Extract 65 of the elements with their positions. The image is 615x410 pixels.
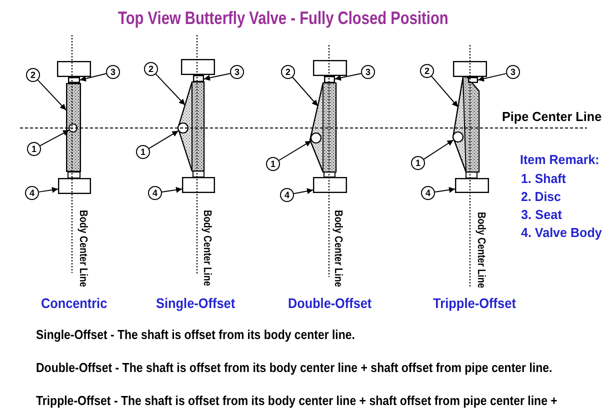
shaft-circle	[311, 133, 321, 143]
leader-line	[204, 72, 231, 81]
centerline-label: Body Center Line	[332, 210, 343, 288]
callout-number: 2	[420, 64, 434, 78]
callout-number: 3	[106, 65, 120, 79]
leader-line	[278, 140, 312, 161]
leader-line	[434, 186, 456, 193]
leader-line	[148, 130, 179, 149]
leader-line	[478, 73, 507, 82]
shaft-circle	[453, 132, 463, 142]
valve-type-caption: Concentric	[41, 296, 108, 310]
valve-body-block	[58, 178, 91, 194]
callout-number: 1	[27, 142, 41, 156]
valve-body-block	[181, 59, 215, 75]
valve-body-block	[57, 61, 91, 77]
valve-type-caption: Single-Offset	[156, 296, 236, 310]
valve-body-block	[313, 60, 347, 76]
centerline-label: Body Center Line	[475, 212, 486, 288]
leader-line	[431, 76, 458, 108]
centerline-label: Pipe Center Line	[502, 110, 602, 123]
leader-line	[40, 130, 70, 146]
valve-body-block	[453, 61, 487, 77]
key-item: 2. Disc	[521, 190, 561, 203]
leader-line	[293, 188, 314, 194]
centerline-label: Body Center Line	[201, 210, 212, 286]
leader-line	[423, 140, 454, 160]
leader-line	[292, 76, 318, 106]
leader-line	[80, 73, 107, 82]
valve-body-block	[455, 178, 489, 193]
callout-number: 3	[506, 65, 520, 79]
valve-body-block	[313, 177, 347, 193]
description-text: Single-Offset - The shaft is offset from its body center line.	[36, 328, 355, 341]
callout-number: 2	[26, 68, 40, 82]
valve-type-caption: Double-Offset	[288, 296, 372, 310]
callout-number: 1	[266, 157, 280, 171]
valve-seat	[468, 77, 478, 83]
callout-number: 1	[411, 156, 425, 170]
key-item: 1. Shaft	[521, 172, 566, 185]
leader-line	[37, 80, 66, 110]
valve-seat	[68, 77, 80, 83]
callout-number: 3	[361, 65, 375, 79]
valve-seat	[324, 76, 335, 83]
callout-number: 1	[136, 145, 150, 159]
valve-body-block	[182, 177, 215, 193]
callout-number: 3	[230, 65, 244, 79]
leader-line	[334, 72, 362, 81]
callout-number: 2	[281, 65, 295, 79]
leader-line	[155, 74, 186, 106]
callout-number: 4	[421, 186, 435, 200]
valve-type-caption: Tripple-Offset	[433, 296, 516, 310]
leader-line	[38, 186, 58, 193]
centerline-label: Body Center Line	[77, 210, 88, 288]
diagram-title: Top View Butterfly Valve - Fully Closed Position	[118, 9, 448, 27]
key-heading: Item Remark:	[520, 153, 600, 166]
description-text: Double-Offset - The shaft is offset from its body center line + shaft offset from pipe center line.	[36, 361, 552, 374]
key-item: 3. Seat	[521, 208, 562, 221]
callout-number: 2	[144, 62, 158, 76]
shaft-circle	[69, 124, 77, 132]
callout-number: 4	[25, 186, 39, 200]
leader-line	[161, 186, 182, 193]
valve-seat	[193, 75, 204, 82]
callout-number: 4	[148, 186, 162, 200]
description-text: Tripple-Offset - The shaft is offset from its body center line + shaft offset from pipe center line +	[36, 394, 558, 407]
callout-number: 4	[280, 188, 294, 202]
key-item: 4. Valve Body	[521, 226, 602, 239]
